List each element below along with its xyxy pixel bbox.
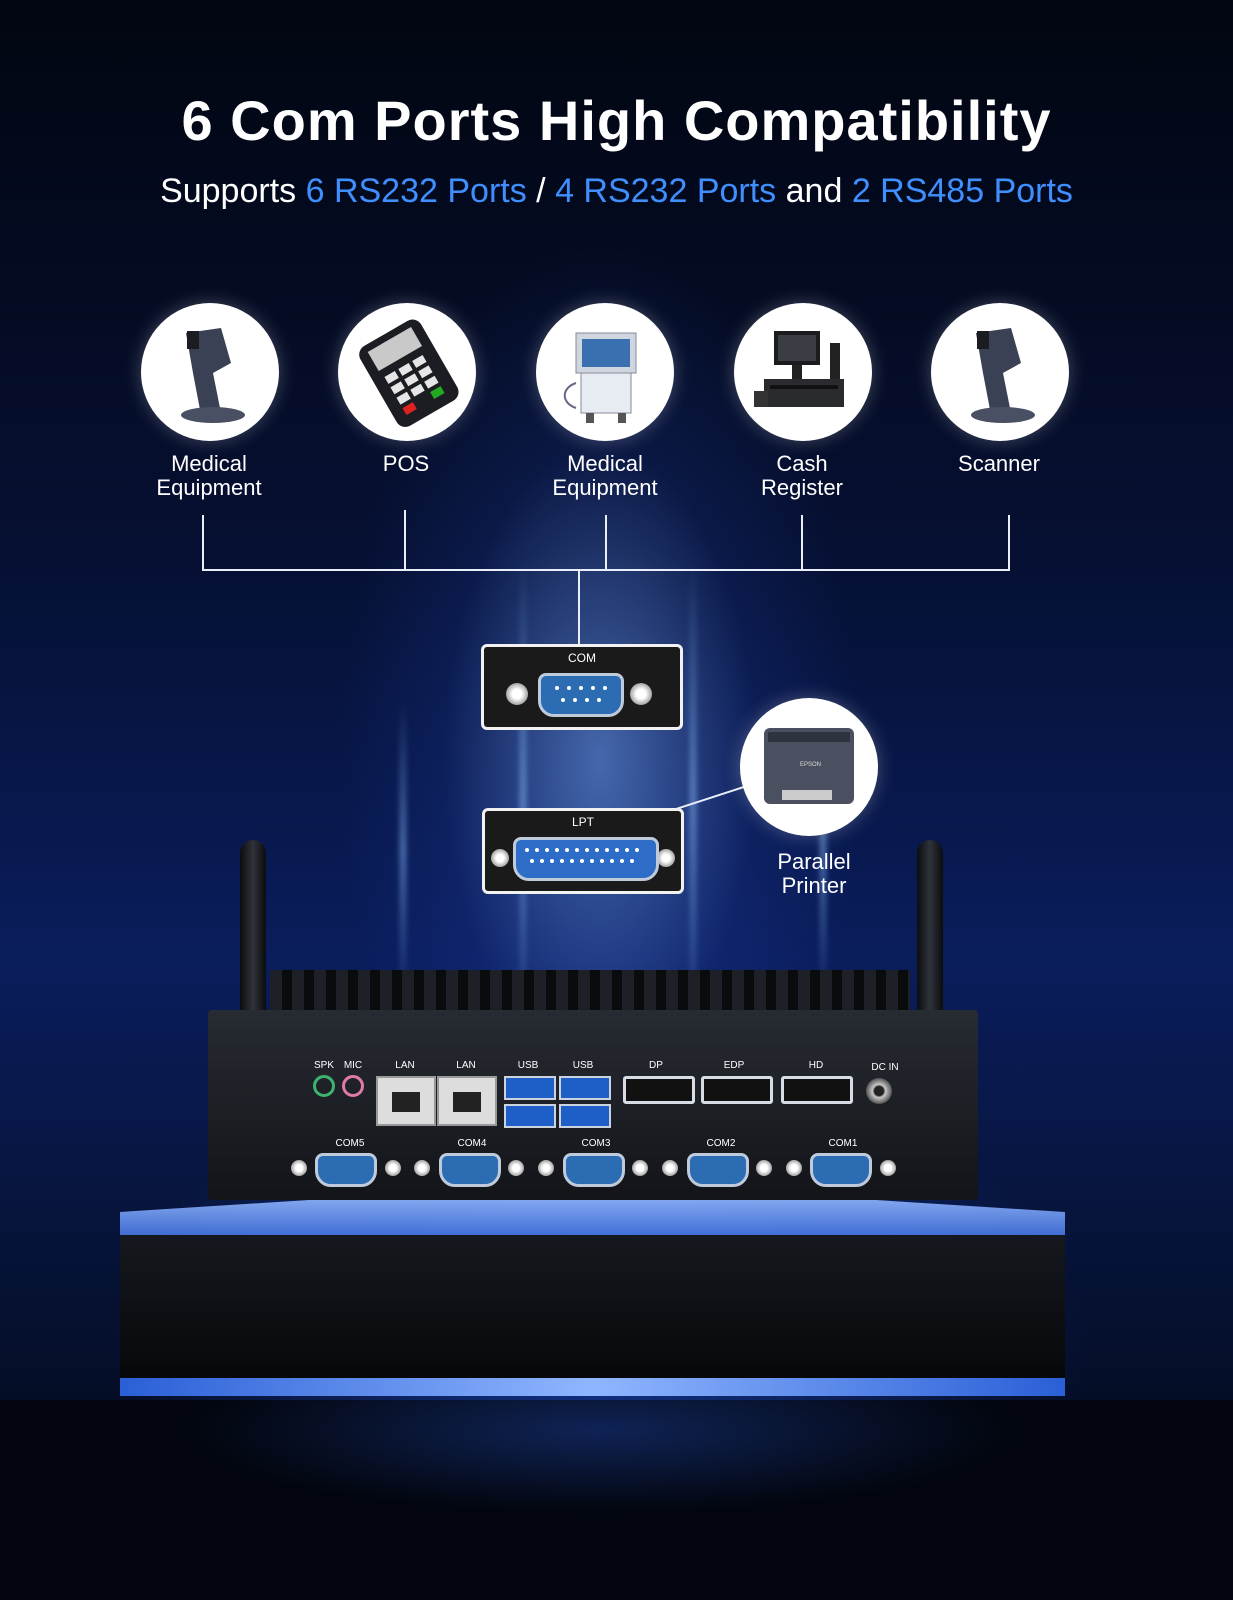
screw-icon: [756, 1160, 772, 1176]
screw-icon: [538, 1160, 554, 1176]
connector-line: [605, 515, 607, 571]
connector-line: [202, 515, 204, 571]
db25-connector-icon: [513, 837, 659, 881]
mic-jack-icon: [342, 1075, 364, 1097]
lan-port-icon: [376, 1076, 436, 1126]
displayport-icon: [623, 1076, 695, 1104]
display-stand-glow: [120, 1378, 1065, 1396]
subtitle-highlight: 4 RS232 Ports: [555, 172, 777, 210]
device-label: Scanner: [958, 451, 1040, 476]
usb-label: USB: [572, 1060, 594, 1071]
db9-connector-icon: [538, 673, 624, 717]
light-beam: [820, 700, 826, 1000]
lpt-port-callout: LPT: [482, 808, 684, 894]
light-beam: [520, 560, 526, 1040]
cash-register-icon: [734, 303, 872, 441]
usb-port-icon: [504, 1104, 556, 1128]
screw-icon: [662, 1160, 678, 1176]
light-beam: [690, 560, 696, 1040]
connector-line: [1008, 515, 1010, 571]
screw-icon: [786, 1160, 802, 1176]
screw-icon: [880, 1160, 896, 1176]
display-stand: [120, 1235, 1065, 1395]
dc-in-label: DC IN: [871, 1062, 899, 1073]
floor-grid: [0, 1400, 1233, 1600]
screw-icon: [657, 849, 675, 867]
edp-port-icon: [701, 1076, 773, 1104]
screw-icon: [632, 1160, 648, 1176]
dc-power-jack-icon: [866, 1078, 892, 1104]
connector-line: [676, 784, 749, 810]
lpt-port-label: LPT: [571, 815, 594, 829]
screw-icon: [414, 1160, 430, 1176]
hd-label: HD: [808, 1060, 824, 1071]
subtitle-highlight: 6 RS232 Ports: [305, 172, 527, 210]
connector-line: [404, 510, 406, 571]
com2-port-icon: [687, 1153, 749, 1187]
subtitle-text: Supports: [160, 172, 306, 210]
usb-port-icon: [559, 1076, 611, 1100]
barcode-scanner-icon: [931, 303, 1069, 441]
mic-label: MIC: [343, 1060, 363, 1071]
com2-label: COM2: [706, 1138, 736, 1149]
page-title: 6 Com Ports High Compatibility: [181, 89, 1052, 152]
heatsink-fins: [270, 970, 910, 1015]
connector-line: [578, 569, 580, 645]
subtitle-text: and: [776, 172, 852, 210]
lan-label: LAN: [456, 1060, 476, 1071]
com-port-callout: COM: [481, 644, 683, 730]
subtitle-text: /: [526, 172, 556, 210]
connector-line: [801, 515, 803, 571]
com4-port-icon: [439, 1153, 501, 1187]
speaker-jack-icon: [313, 1075, 335, 1097]
display-stand-top: [120, 1200, 1065, 1240]
lan-label: LAN: [395, 1060, 415, 1071]
screw-icon: [491, 849, 509, 867]
com-port-label: COM: [568, 651, 596, 665]
pos-terminal-icon: [338, 303, 476, 441]
spk-label: SPK: [313, 1060, 334, 1071]
com3-port-icon: [563, 1153, 625, 1187]
barcode-scanner-icon: [141, 303, 279, 441]
usb-label: USB: [517, 1060, 539, 1071]
com1-port-icon: [810, 1153, 872, 1187]
device-label: POS: [382, 451, 430, 476]
screw-icon: [385, 1160, 401, 1176]
screw-icon: [630, 683, 652, 705]
printer-icon: EPSON: [740, 698, 878, 836]
light-beam: [400, 700, 406, 1000]
lan-port-icon: [437, 1076, 497, 1126]
hdmi-port-icon: [781, 1076, 853, 1104]
com3-label: COM3: [581, 1138, 611, 1149]
dp-label: DP: [649, 1060, 663, 1071]
connector-line: [202, 569, 1010, 571]
com4-label: COM4: [457, 1138, 487, 1149]
medical-machine-icon: [536, 303, 674, 441]
subtitle-highlight: 2 RS485 Ports: [851, 172, 1073, 210]
com5-port-icon: [315, 1153, 377, 1187]
screw-icon: [506, 683, 528, 705]
com1-label: COM1: [828, 1138, 858, 1149]
screw-icon: [508, 1160, 524, 1176]
printer-brand: EPSON: [800, 762, 821, 768]
usb-port-icon: [559, 1104, 611, 1128]
com5-label: COM5: [335, 1138, 365, 1149]
usb-port-icon: [504, 1076, 556, 1100]
screw-icon: [291, 1160, 307, 1176]
page-subtitle: Supports 6 RS232 Ports / 4 RS232 Ports a…: [0, 172, 1233, 211]
edp-label: EDP: [723, 1060, 745, 1071]
